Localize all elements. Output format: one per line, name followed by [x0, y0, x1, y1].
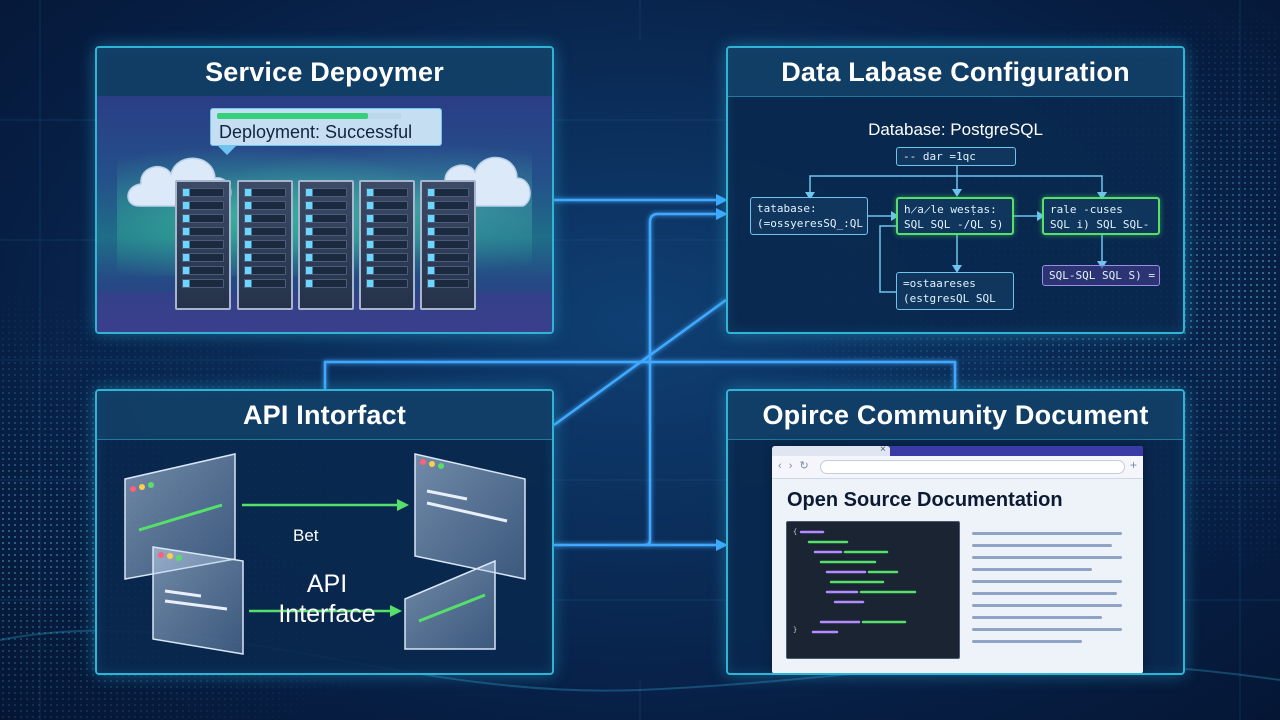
db-node-top: -- dar =1qc	[896, 147, 1016, 166]
database-configuration-panel: Data Labase Configuration Database: Post…	[726, 46, 1185, 334]
community-documentation-panel: Opirce Community Document × ‹ › ↻ + Open…	[726, 389, 1185, 675]
db-node-line: tatabase:	[757, 202, 817, 215]
new-tab-icon[interactable]: +	[1129, 458, 1137, 472]
text-line	[972, 628, 1122, 631]
text-line	[972, 556, 1122, 559]
server-rack	[237, 180, 293, 310]
text-line	[972, 580, 1122, 583]
code-lines: {}	[793, 528, 917, 634]
server-rack	[298, 180, 354, 310]
text-line	[972, 616, 1102, 619]
db-node-bottom-right: SQL-SQL SQL S) =	[1042, 265, 1160, 286]
db-node-line: SQL SQL -/QL S)	[904, 218, 1004, 231]
panel-title: Service Depoymer	[97, 48, 552, 97]
db-node-bottom-left: =ostaareses (estgresQL SQL	[896, 272, 1014, 310]
text-line	[972, 568, 1092, 571]
browser-address-bar: ‹ › ↻ +	[772, 456, 1143, 479]
browser-window-icon	[152, 546, 244, 655]
service-deployment-panel: Service Depoymer Deployment: Succe	[95, 46, 554, 334]
deployment-status-box: Deployment: Successful	[210, 108, 442, 146]
browser-window-icon	[404, 559, 496, 650]
deployment-status-text: Deployment: Successful	[219, 122, 413, 142]
browser-tab[interactable]: ×	[772, 446, 890, 456]
text-line	[972, 604, 1122, 607]
panel-title: API Intorfact	[97, 391, 552, 440]
api-illustration: Bet API Interface	[97, 439, 552, 673]
database-subtitle: Database: PostgreSQL	[868, 120, 1043, 139]
api-interface-panel: API Intorfact	[95, 389, 554, 675]
status-pointer	[217, 145, 237, 155]
browser-tab-strip	[772, 446, 1143, 456]
panel-title: Opirce Community Document	[728, 391, 1183, 440]
db-node-line: (estgresQL SQL	[903, 292, 996, 305]
deployment-progress-bar	[217, 113, 401, 119]
database-flow-lines	[805, 166, 1107, 293]
svg-text:}: }	[793, 626, 797, 634]
svg-text:{: {	[793, 528, 797, 536]
text-line	[972, 592, 1117, 595]
db-node-line: (=ossyeresSQ_:QL	[757, 217, 863, 230]
api-center-label: API Interface	[247, 569, 407, 629]
panel-title: Data Labase Configuration	[728, 48, 1183, 97]
url-input[interactable]	[820, 460, 1125, 474]
navigation-icons[interactable]: ‹ › ↻	[778, 460, 811, 472]
deployment-illustration: Deployment: Successful	[97, 96, 552, 332]
server-rack	[420, 180, 476, 310]
db-node-line: h̷a̷le wesṭas:	[904, 203, 997, 216]
db-node-line: SQL i) SQL SQL-	[1050, 218, 1150, 231]
db-node-line: =ostaareses	[903, 277, 976, 290]
browser-window-icon	[414, 453, 526, 580]
text-line	[972, 640, 1082, 643]
api-arrow-label: Bet	[293, 526, 319, 545]
close-icon[interactable]: ×	[880, 446, 886, 455]
db-node-source: tatabase: (=ossyeresSQ_:QL	[750, 197, 868, 235]
text-line	[972, 532, 1122, 535]
deployment-progress-fill	[217, 113, 368, 119]
db-node-right: rale -cuses SQL i) SQL SQL-	[1042, 197, 1160, 235]
api-label-line: API	[306, 570, 348, 598]
text-line	[972, 544, 1112, 547]
db-node-line: rale -cuses	[1050, 203, 1123, 216]
documentation-heading: Open Source Documentation	[787, 489, 1063, 511]
server-rack	[175, 180, 231, 310]
api-windows-illustration	[124, 453, 526, 655]
db-node-middle: h̷a̷le wesṭas: SQL SQL -/QL S)	[896, 197, 1014, 235]
api-label-line: Interface	[278, 600, 376, 628]
server-rack	[359, 180, 415, 310]
code-snippet: {}	[786, 521, 960, 659]
browser-window: × ‹ › ↻ + Open Source Documentation {}	[772, 446, 1143, 673]
